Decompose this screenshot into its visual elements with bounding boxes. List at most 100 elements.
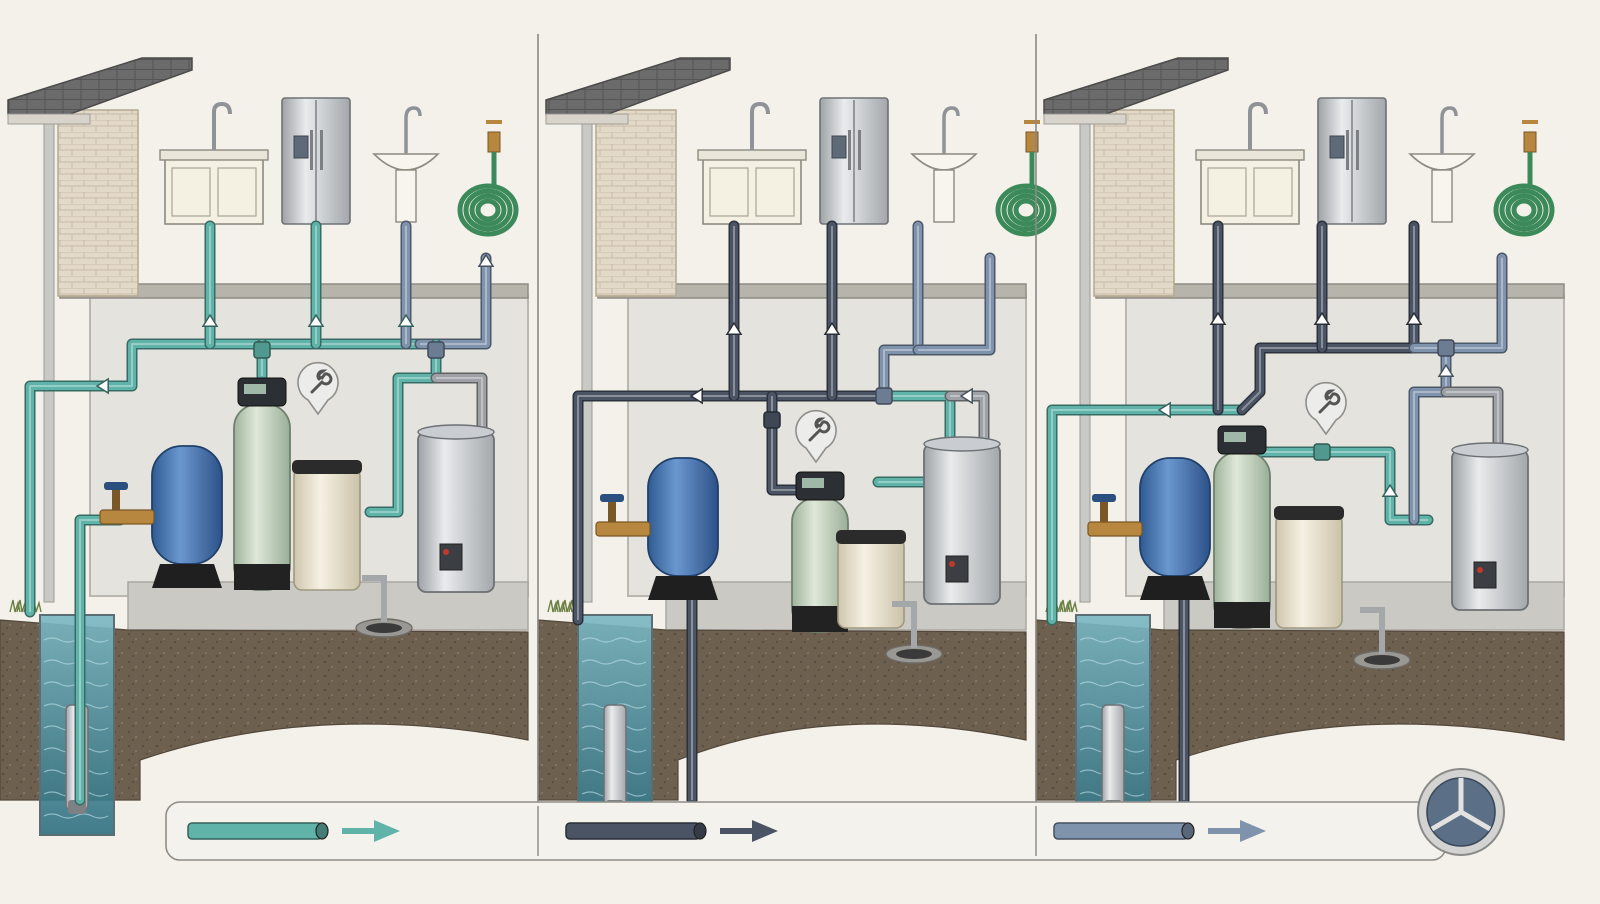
downspout bbox=[43, 121, 55, 603]
pipe-network bbox=[24, 220, 495, 806]
roof-shingles bbox=[545, 57, 731, 115]
water-ripple bbox=[581, 637, 647, 643]
flow-arrow-icon bbox=[1157, 401, 1171, 419]
floor-drain-icon bbox=[355, 575, 413, 638]
legend-arrow-icon bbox=[752, 820, 778, 842]
brick-column bbox=[1093, 109, 1175, 297]
brine-tank-icon bbox=[836, 530, 906, 629]
control-display bbox=[244, 384, 266, 394]
hose-coil bbox=[1493, 183, 1555, 237]
brine-lid bbox=[1274, 506, 1344, 520]
roof-shingles bbox=[1043, 57, 1229, 115]
main-shutoff-valve bbox=[1087, 494, 1143, 537]
legend-pipe-swatch bbox=[1053, 822, 1189, 840]
flow-arrow-icon bbox=[689, 387, 703, 405]
wrench-marker-icon bbox=[1305, 381, 1347, 436]
flow-arrow-icon bbox=[725, 321, 743, 335]
equipment bbox=[1087, 425, 1529, 670]
heater-control bbox=[945, 555, 969, 583]
main-supply-line bbox=[1046, 404, 1248, 626]
water-ripple bbox=[1079, 681, 1145, 687]
flow-arrow-icon bbox=[823, 321, 841, 335]
wrench-marker-icon bbox=[297, 361, 339, 416]
fixtures bbox=[697, 97, 1057, 237]
flow-arrow-icon bbox=[201, 313, 219, 327]
pipe-fitting bbox=[763, 411, 781, 429]
flow-arrow-icon bbox=[1405, 311, 1423, 325]
brick-column bbox=[595, 109, 677, 297]
house-main bbox=[1236, 220, 1420, 416]
drain-line bbox=[362, 575, 387, 622]
hose-bib-icon bbox=[995, 120, 1057, 237]
bathroom-sink-icon bbox=[372, 106, 440, 223]
water-ripple bbox=[1079, 659, 1145, 665]
brine-lid bbox=[836, 530, 906, 544]
panel-2 bbox=[537, 57, 1057, 836]
pipe-network bbox=[1046, 220, 1508, 806]
flow-arrow-icon bbox=[307, 313, 325, 327]
brine-tank-icon bbox=[1274, 506, 1344, 629]
flow-arrow-icon bbox=[1209, 311, 1227, 325]
hose-coil bbox=[1505, 193, 1543, 227]
refrigerator-icon bbox=[1317, 97, 1387, 225]
flow-arrow-icon bbox=[959, 387, 973, 405]
equipment bbox=[99, 377, 495, 638]
pipe-fitting bbox=[427, 341, 445, 359]
hose-bib-line bbox=[912, 252, 996, 356]
pipe-end bbox=[693, 822, 707, 840]
pressure-tank-icon bbox=[647, 457, 719, 600]
drain-line bbox=[892, 601, 917, 648]
control-display bbox=[802, 478, 824, 488]
brick-column bbox=[57, 109, 139, 297]
hose-coil bbox=[1511, 198, 1537, 222]
soil-ground bbox=[537, 619, 1027, 801]
flow-arrow-icon bbox=[1313, 311, 1331, 325]
hose-bib-icon bbox=[1493, 120, 1555, 237]
pipe-end bbox=[1181, 822, 1195, 840]
heater-outlet bbox=[430, 372, 488, 436]
water-heater-icon bbox=[923, 436, 1001, 605]
well-casing bbox=[577, 614, 653, 836]
roof-shingles bbox=[7, 57, 193, 115]
flow-arrow-icon bbox=[1437, 363, 1455, 377]
bathroom-sink-icon bbox=[910, 106, 978, 223]
heater-outlet bbox=[1440, 386, 1504, 456]
control-display bbox=[1224, 432, 1246, 442]
pipe-fitting bbox=[875, 387, 893, 405]
roof-fascia bbox=[7, 113, 91, 125]
panel-3 bbox=[1035, 57, 1565, 836]
floor-drain-icon bbox=[885, 601, 943, 664]
hose-coil bbox=[469, 193, 507, 227]
hose-coil bbox=[995, 183, 1057, 237]
grass-tuft bbox=[1066, 599, 1078, 613]
soil-ground bbox=[0, 619, 529, 801]
valve-handle bbox=[600, 494, 624, 502]
main-shutoff-valve bbox=[99, 482, 155, 525]
fixtures bbox=[1195, 97, 1555, 237]
legend-entry bbox=[1053, 820, 1266, 842]
hose-coil bbox=[1007, 193, 1045, 227]
water-ripple bbox=[1079, 637, 1145, 643]
legend-entry bbox=[565, 820, 778, 842]
floor-drain-icon bbox=[1353, 607, 1411, 670]
softener-tank-icon bbox=[233, 377, 291, 591]
main-supply-line bbox=[572, 390, 956, 626]
pipe-fitting bbox=[1437, 339, 1455, 357]
equipment bbox=[595, 436, 1001, 664]
brine-lid bbox=[292, 460, 362, 474]
pipe-end bbox=[315, 822, 329, 840]
legend-arrow-shaft bbox=[720, 828, 754, 834]
legend-arrow-shaft bbox=[1208, 828, 1242, 834]
legend-pipe-swatch bbox=[187, 822, 323, 840]
kitchen-sink-icon bbox=[1195, 101, 1305, 225]
legend-arrow-icon bbox=[374, 820, 400, 842]
bathroom-sink-icon bbox=[1408, 106, 1476, 223]
hose-coil bbox=[475, 198, 501, 222]
softener-tank-icon bbox=[1213, 425, 1271, 629]
hose-bib-icon bbox=[457, 120, 519, 237]
legend-arrow-shaft bbox=[342, 828, 376, 834]
valve-handle bbox=[104, 482, 128, 490]
pipe-fitting bbox=[253, 341, 271, 359]
